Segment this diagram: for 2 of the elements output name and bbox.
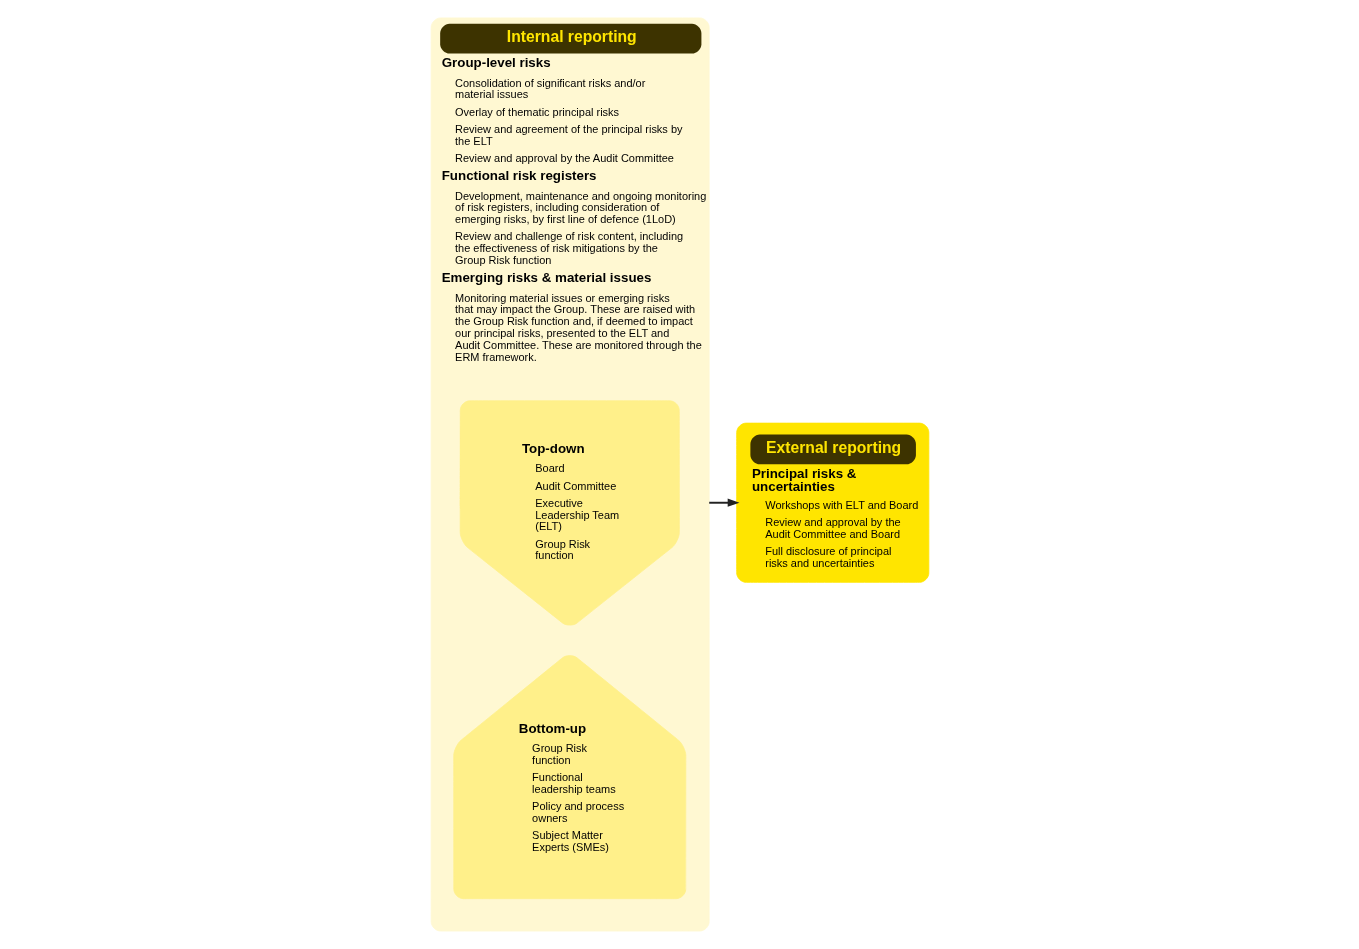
- node-box: External reporting Principal risks & uncertainties Workshops with ELT and Board Review and approval by the Audit Committee and Board Full disclosure of principal risks and uncertainties: [735, 422, 929, 583]
- arrow: [707, 498, 739, 507]
